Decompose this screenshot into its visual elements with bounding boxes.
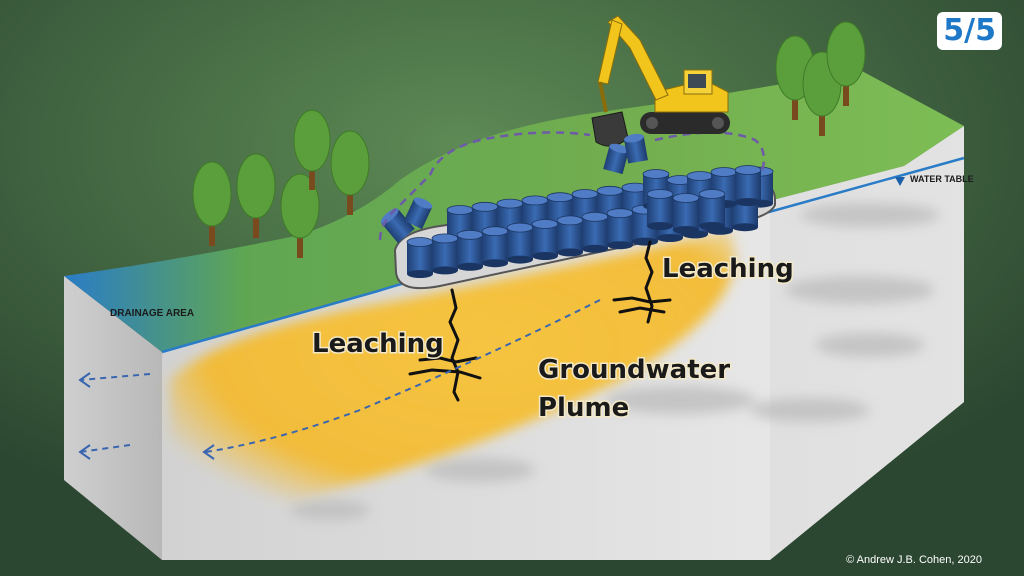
leaching-label-right: Leaching: [662, 254, 794, 284]
leaching-cracks: [408, 240, 672, 402]
haul-path-right: [654, 131, 766, 173]
barrel: [646, 189, 674, 230]
tree: [192, 161, 232, 246]
water-table-marker-icon: [895, 177, 905, 186]
water-table-label: WATER TABLE: [910, 174, 974, 184]
flow-arrows: [79, 299, 601, 453]
barrels-group: [406, 165, 774, 278]
barrel: [734, 165, 762, 206]
soil-lenses: [290, 203, 940, 520]
barrel: [581, 211, 609, 253]
copyright-text: © Andrew J.B. Cohen, 2020: [846, 554, 982, 566]
barrel: [406, 237, 434, 278]
haul-path-left: [378, 131, 591, 241]
barrel: [698, 189, 726, 230]
barrel: [531, 219, 559, 260]
barrel: [456, 229, 484, 271]
barrel: [506, 222, 534, 264]
leaching-label-left: Leaching: [312, 329, 444, 359]
barrel: [431, 233, 459, 275]
block-left-face: [64, 276, 162, 560]
flow-arrowheads: [78, 372, 215, 460]
trees-group: [192, 21, 866, 258]
barrel: [672, 193, 700, 234]
tree: [236, 153, 276, 238]
tree: [330, 130, 370, 215]
plume-label-line2: Plume: [538, 393, 629, 423]
barrel: [556, 215, 584, 257]
fallen-barrels: [380, 197, 433, 244]
tree: [826, 21, 866, 106]
barrel: [606, 208, 634, 250]
groundwater-plume: [170, 230, 736, 520]
drainage-area-label: DRAINAGE AREA: [110, 308, 194, 319]
excavator: [591, 15, 730, 147]
tree: [293, 109, 331, 190]
slide-number: 5/5: [937, 12, 1002, 50]
plume-label-line1: Groundwater: [538, 355, 730, 385]
barrel: [481, 226, 509, 268]
dropping-barrels: [603, 133, 648, 175]
